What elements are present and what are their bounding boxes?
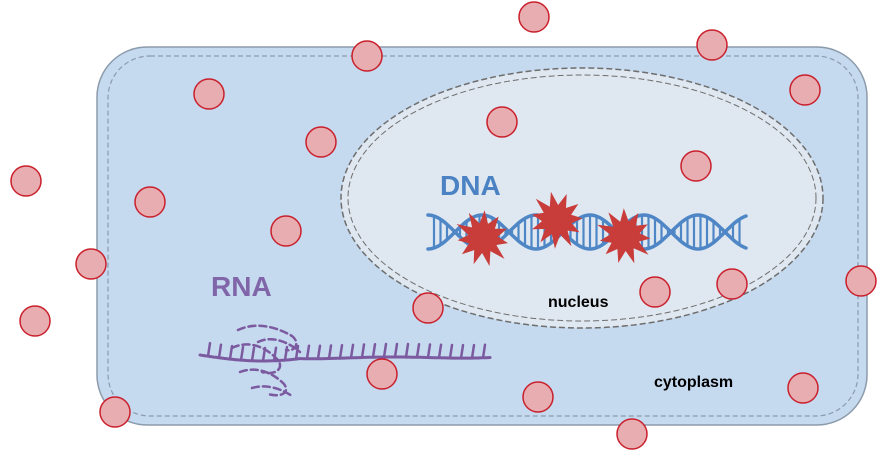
particle xyxy=(787,372,819,404)
rna-fragment xyxy=(256,338,302,354)
rna-base xyxy=(272,346,278,363)
rna-backbone xyxy=(198,353,492,363)
rna-base xyxy=(250,346,256,363)
rna-base xyxy=(305,344,311,360)
cell-membrane-inner xyxy=(107,55,859,417)
particle xyxy=(351,40,383,72)
rna-base xyxy=(448,343,454,360)
particle xyxy=(19,305,51,337)
particle xyxy=(134,186,166,218)
rna-fragment xyxy=(250,385,294,398)
nucleus xyxy=(340,67,824,329)
particle xyxy=(270,215,302,247)
particle xyxy=(716,268,748,300)
rna-strand xyxy=(198,324,492,398)
rna-base xyxy=(327,344,333,360)
rna-base xyxy=(360,343,366,359)
nucleus-label: nucleus xyxy=(548,294,609,311)
rna-fragment xyxy=(238,368,288,397)
rna-base xyxy=(393,342,399,359)
rna-base xyxy=(470,343,476,360)
particle xyxy=(193,78,225,110)
particle xyxy=(639,276,671,308)
particle xyxy=(845,265,877,297)
dna-damage-group xyxy=(456,191,651,267)
dna-label: DNA xyxy=(440,170,501,201)
rna-base xyxy=(437,343,443,360)
rna-base xyxy=(217,343,223,359)
rna-fragment xyxy=(236,324,298,352)
rna-base xyxy=(481,343,487,360)
rna-base xyxy=(294,344,300,361)
particle xyxy=(75,248,107,280)
rna-base xyxy=(206,341,212,358)
particle xyxy=(518,1,550,33)
rna-base xyxy=(382,342,388,359)
rna-base xyxy=(459,343,465,360)
particle xyxy=(412,292,444,324)
particle xyxy=(616,418,648,450)
dna-damage-burst xyxy=(532,191,583,249)
nucleus-inner-membrane xyxy=(347,74,817,322)
rna-base xyxy=(426,343,432,359)
dna-damage-burst xyxy=(597,208,651,264)
rna-fragment xyxy=(230,343,282,375)
rna-base xyxy=(371,342,377,359)
cytoplasm-label: cytoplasm xyxy=(654,374,733,391)
particle xyxy=(680,150,712,182)
rna-base xyxy=(415,343,421,359)
rna-base xyxy=(404,342,410,359)
rna-base xyxy=(316,344,322,360)
rna-base xyxy=(349,343,355,360)
dna-backbone-strand xyxy=(426,213,748,251)
dna-damage-burst xyxy=(456,210,508,267)
particle xyxy=(366,358,398,390)
particle xyxy=(486,106,518,138)
particle xyxy=(522,381,554,413)
particle xyxy=(305,126,337,158)
particle xyxy=(789,74,821,106)
particle xyxy=(10,165,42,197)
particle xyxy=(696,29,728,61)
particle xyxy=(99,396,131,428)
rna-base xyxy=(239,345,245,362)
particles-group xyxy=(10,1,877,450)
rna-label: RNA xyxy=(211,271,272,302)
rna-base xyxy=(338,343,344,360)
